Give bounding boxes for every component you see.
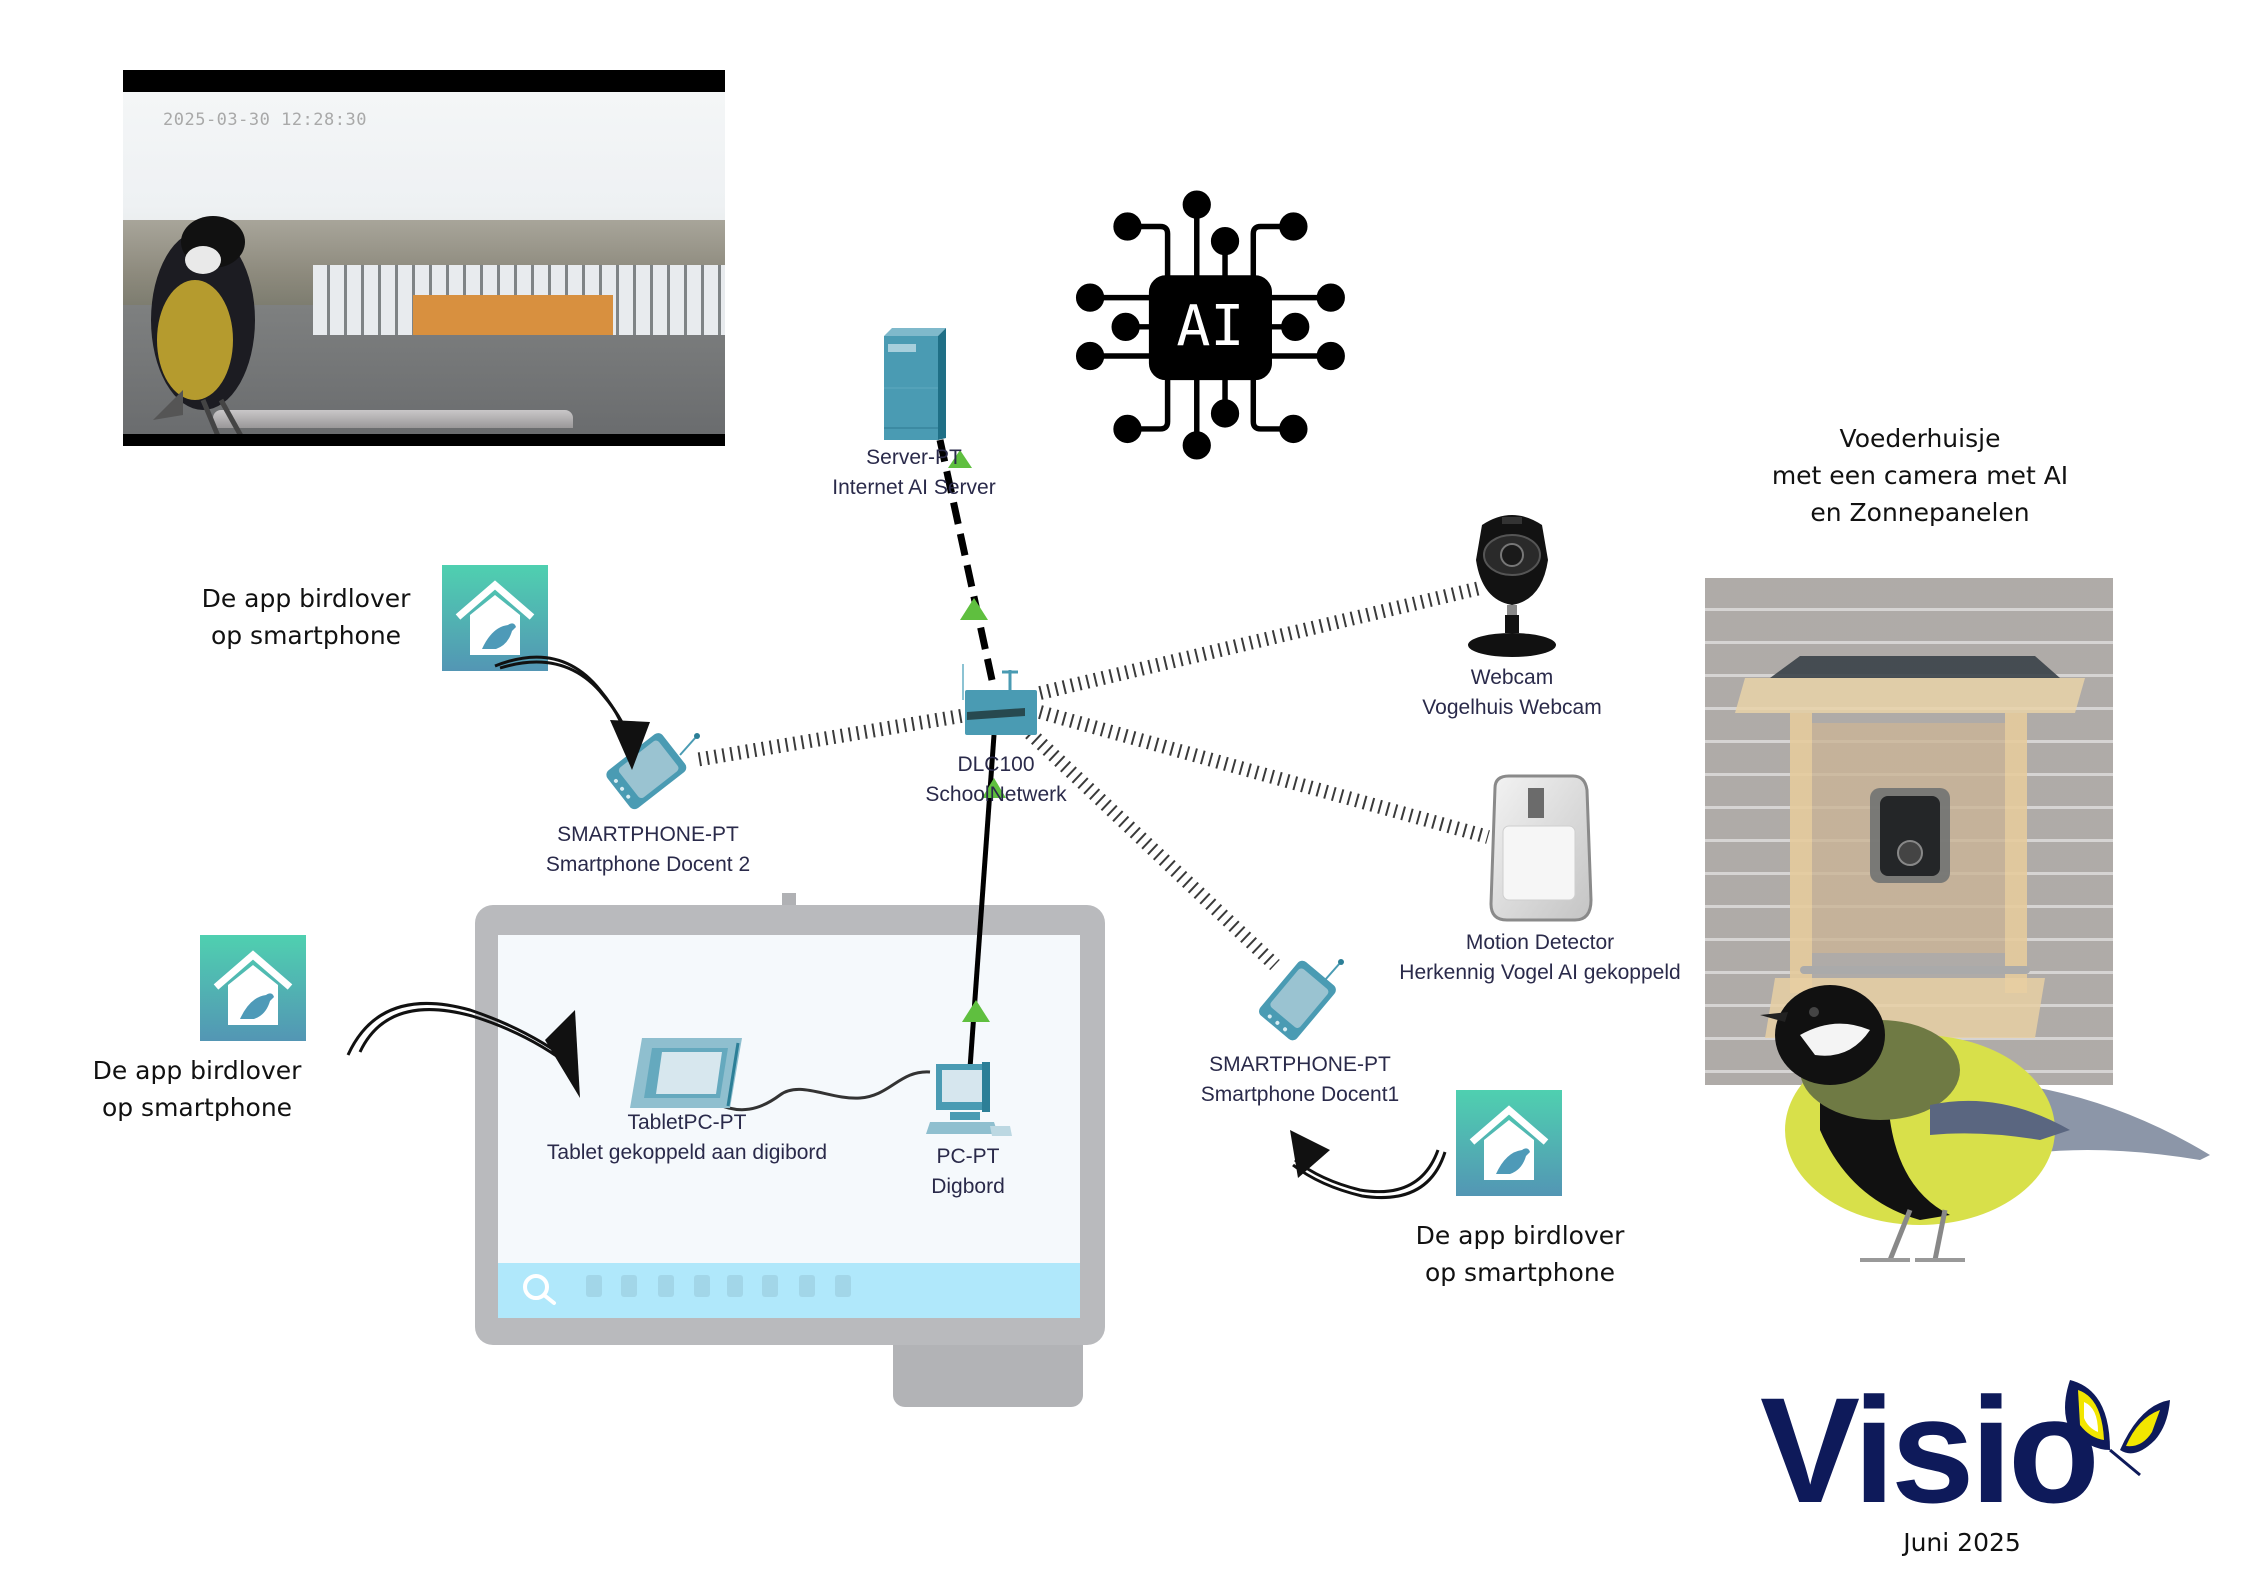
visio-date: Juni 2025 <box>1903 1528 2021 1557</box>
annotation-app-right-line1: De app birdlover <box>1415 1221 1625 1250</box>
smartphone-docent2-name: Smartphone Docent 2 <box>545 853 751 876</box>
link-status-arrow-router-bottom <box>982 778 1006 798</box>
taskbar-app-8[interactable] <box>835 1275 851 1297</box>
link-status-arrow-pc <box>962 1000 990 1022</box>
annotation-app-right-line2: op smartphone <box>1424 1258 1616 1287</box>
pc-icon[interactable] <box>920 1060 1015 1145</box>
monitor-top-tab <box>782 893 796 907</box>
photo-timestamp: 2025-03-30 12:28:30 <box>163 110 367 130</box>
visio-logo-text: Visio <box>1760 1366 2100 1534</box>
webcam-name: Vogelhuis Webcam <box>1422 696 1602 719</box>
link-tablet-pc <box>714 1070 931 1112</box>
motion-detector-label: Motion Detector Herkennig Vogel AI gekop… <box>1399 928 1680 988</box>
router-type: DLC100 <box>957 753 1035 776</box>
annotation-app-left: De app birdlover op smartphone <box>93 1052 302 1126</box>
pc-type: PC-PT <box>936 1145 1000 1168</box>
annotation-app-top-line1: De app birdlover <box>201 584 411 613</box>
wireless-link-webcam <box>1038 581 1482 700</box>
photo-orange-fence <box>413 295 613 335</box>
motion-detector-icon[interactable] <box>1485 770 1595 930</box>
smartphone-docent1-type: SMARTPHONE-PT <box>1209 1053 1391 1076</box>
server-label: Server-PT Internet AI Server <box>832 443 995 503</box>
webcam-type: Webcam <box>1470 666 1554 689</box>
taskbar-app-6[interactable] <box>762 1275 778 1297</box>
birdhouse-icon <box>1469 1105 1549 1180</box>
smartphone-docent2-label: SMARTPHONE-PT Smartphone Docent 2 <box>546 820 750 880</box>
pc-label: PC-PT Digbord <box>931 1142 1005 1202</box>
motion-detector-name: Herkennig Vogel AI gekoppeld <box>1399 961 1681 984</box>
arrow-left-to-tablet <box>346 1002 576 1067</box>
server-name: Internet AI Server <box>832 476 996 499</box>
taskbar-app-4[interactable] <box>694 1275 710 1297</box>
arrow-right-to-smartphone1 <box>1294 1149 1440 1194</box>
feeder-title: Voederhuisje met een camera met AI en Zo… <box>1772 420 2068 531</box>
birdlover-app-icon-left[interactable] <box>200 935 306 1041</box>
birdhouse-icon <box>455 580 535 655</box>
feeder-title-line1: Voederhuisje <box>1839 424 2001 453</box>
tablet-label: TabletPC-PT Tablet gekoppeld aan digibor… <box>547 1108 827 1168</box>
annotation-app-left-line1: De app birdlover <box>92 1056 302 1085</box>
feeder-title-line2: met een camera met AI <box>1771 461 2069 490</box>
webcam-label: Webcam Vogelhuis Webcam <box>1422 663 1601 723</box>
tablet-type: TabletPC-PT <box>627 1111 747 1134</box>
smartphone-docent1-icon[interactable] <box>1240 955 1365 1050</box>
taskbar-app-7[interactable] <box>799 1275 815 1297</box>
annotation-app-top-line2: op smartphone <box>210 621 402 650</box>
photo-bottom-bar <box>123 434 725 446</box>
annotation-app-left-line2: op smartphone <box>101 1093 293 1122</box>
taskbar-app-3[interactable] <box>658 1275 674 1297</box>
photo-bird-great-tit <box>151 216 255 438</box>
smartphone-docent2-type: SMARTPHONE-PT <box>557 823 739 846</box>
birdlover-app-icon-right[interactable] <box>1456 1090 1562 1196</box>
great-tit-bird-image <box>1760 985 2210 1262</box>
tablet-name: Tablet gekoppeld aan digibord <box>546 1141 828 1164</box>
ai-chip-icon: AI <box>1075 190 1345 460</box>
router-label: DLC100 SchoolNetwerk <box>925 750 1066 810</box>
smartphone-docent1-name: Smartphone Docent1 <box>1200 1083 1400 1106</box>
tablet-icon[interactable] <box>630 1038 750 1110</box>
router-name: SchoolNetwerk <box>925 783 1067 806</box>
link-status-arrow-server <box>948 450 972 468</box>
taskbar-app-1[interactable] <box>586 1275 602 1297</box>
birdlover-app-icon-top[interactable] <box>442 565 548 671</box>
digibord-monitor-stand <box>893 1345 1083 1407</box>
photo-feeder-rail <box>213 410 573 428</box>
butterfly-icon <box>2065 1380 2170 1477</box>
taskbar-app-2[interactable] <box>621 1275 637 1297</box>
birdhouse-icon <box>213 950 293 1025</box>
motion-detector-type: Motion Detector <box>1465 931 1615 954</box>
wireless-link-smartphone2 <box>693 705 987 767</box>
annotation-app-top: De app birdlover op smartphone <box>202 580 411 654</box>
server-type: Server-PT <box>866 446 962 469</box>
pc-name: Digbord <box>931 1175 1005 1198</box>
smartphone-docent1-label: SMARTPHONE-PT Smartphone Docent1 <box>1201 1050 1399 1110</box>
webcam-snapshot-photo: 2025-03-30 12:28:30 <box>123 70 725 446</box>
taskbar-app-5[interactable] <box>727 1275 743 1297</box>
router-icon[interactable] <box>955 660 1045 740</box>
ai-chip-label: AI <box>1176 294 1244 359</box>
webcam-device-icon[interactable] <box>1462 505 1562 665</box>
link-status-arrow-router-top <box>960 598 988 620</box>
annotation-app-right: De app birdlover op smartphone <box>1416 1217 1625 1291</box>
bird-feeder-illustration <box>1735 656 2085 1038</box>
smartphone-docent2-icon[interactable] <box>588 725 713 820</box>
wireless-link-smartphone1 <box>1025 727 1280 971</box>
link-server-router <box>936 439 996 681</box>
wireless-link-motion-detector <box>1038 705 1490 844</box>
search-icon[interactable] <box>520 1270 560 1310</box>
server-icon[interactable] <box>876 328 954 440</box>
feeder-title-line3: en Zonnepanelen <box>1810 498 2030 527</box>
